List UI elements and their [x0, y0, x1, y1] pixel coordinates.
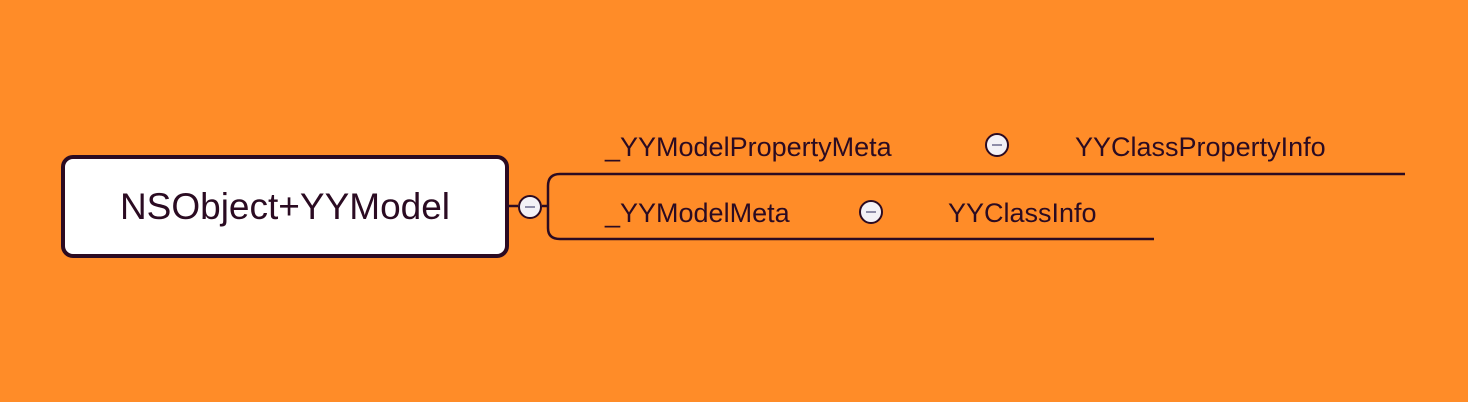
root-collapse-toggle[interactable] [518, 195, 542, 219]
branch-collapse-toggle-yymodelmeta[interactable] [859, 200, 883, 224]
root-node[interactable]: NSObject+YYModel [61, 155, 509, 258]
child-node-yyclasspropertyinfo[interactable]: YYClassPropertyInfo [1075, 132, 1326, 162]
branch-bracket [542, 172, 1405, 241]
collapse-minus-icon [525, 206, 535, 208]
branch-collapse-toggle-yymodelpropertymeta[interactable] [985, 133, 1009, 157]
branch-node-yymodelmeta[interactable]: _YYModelMeta [605, 198, 790, 228]
branch-node-yymodelpropertymeta[interactable]: _YYModelPropertyMeta [605, 132, 892, 162]
collapse-minus-icon [992, 144, 1002, 146]
root-node-label: NSObject+YYModel [119, 185, 451, 227]
child-node-yyclassinfo[interactable]: YYClassInfo [948, 198, 1097, 228]
collapse-minus-icon [866, 211, 876, 213]
